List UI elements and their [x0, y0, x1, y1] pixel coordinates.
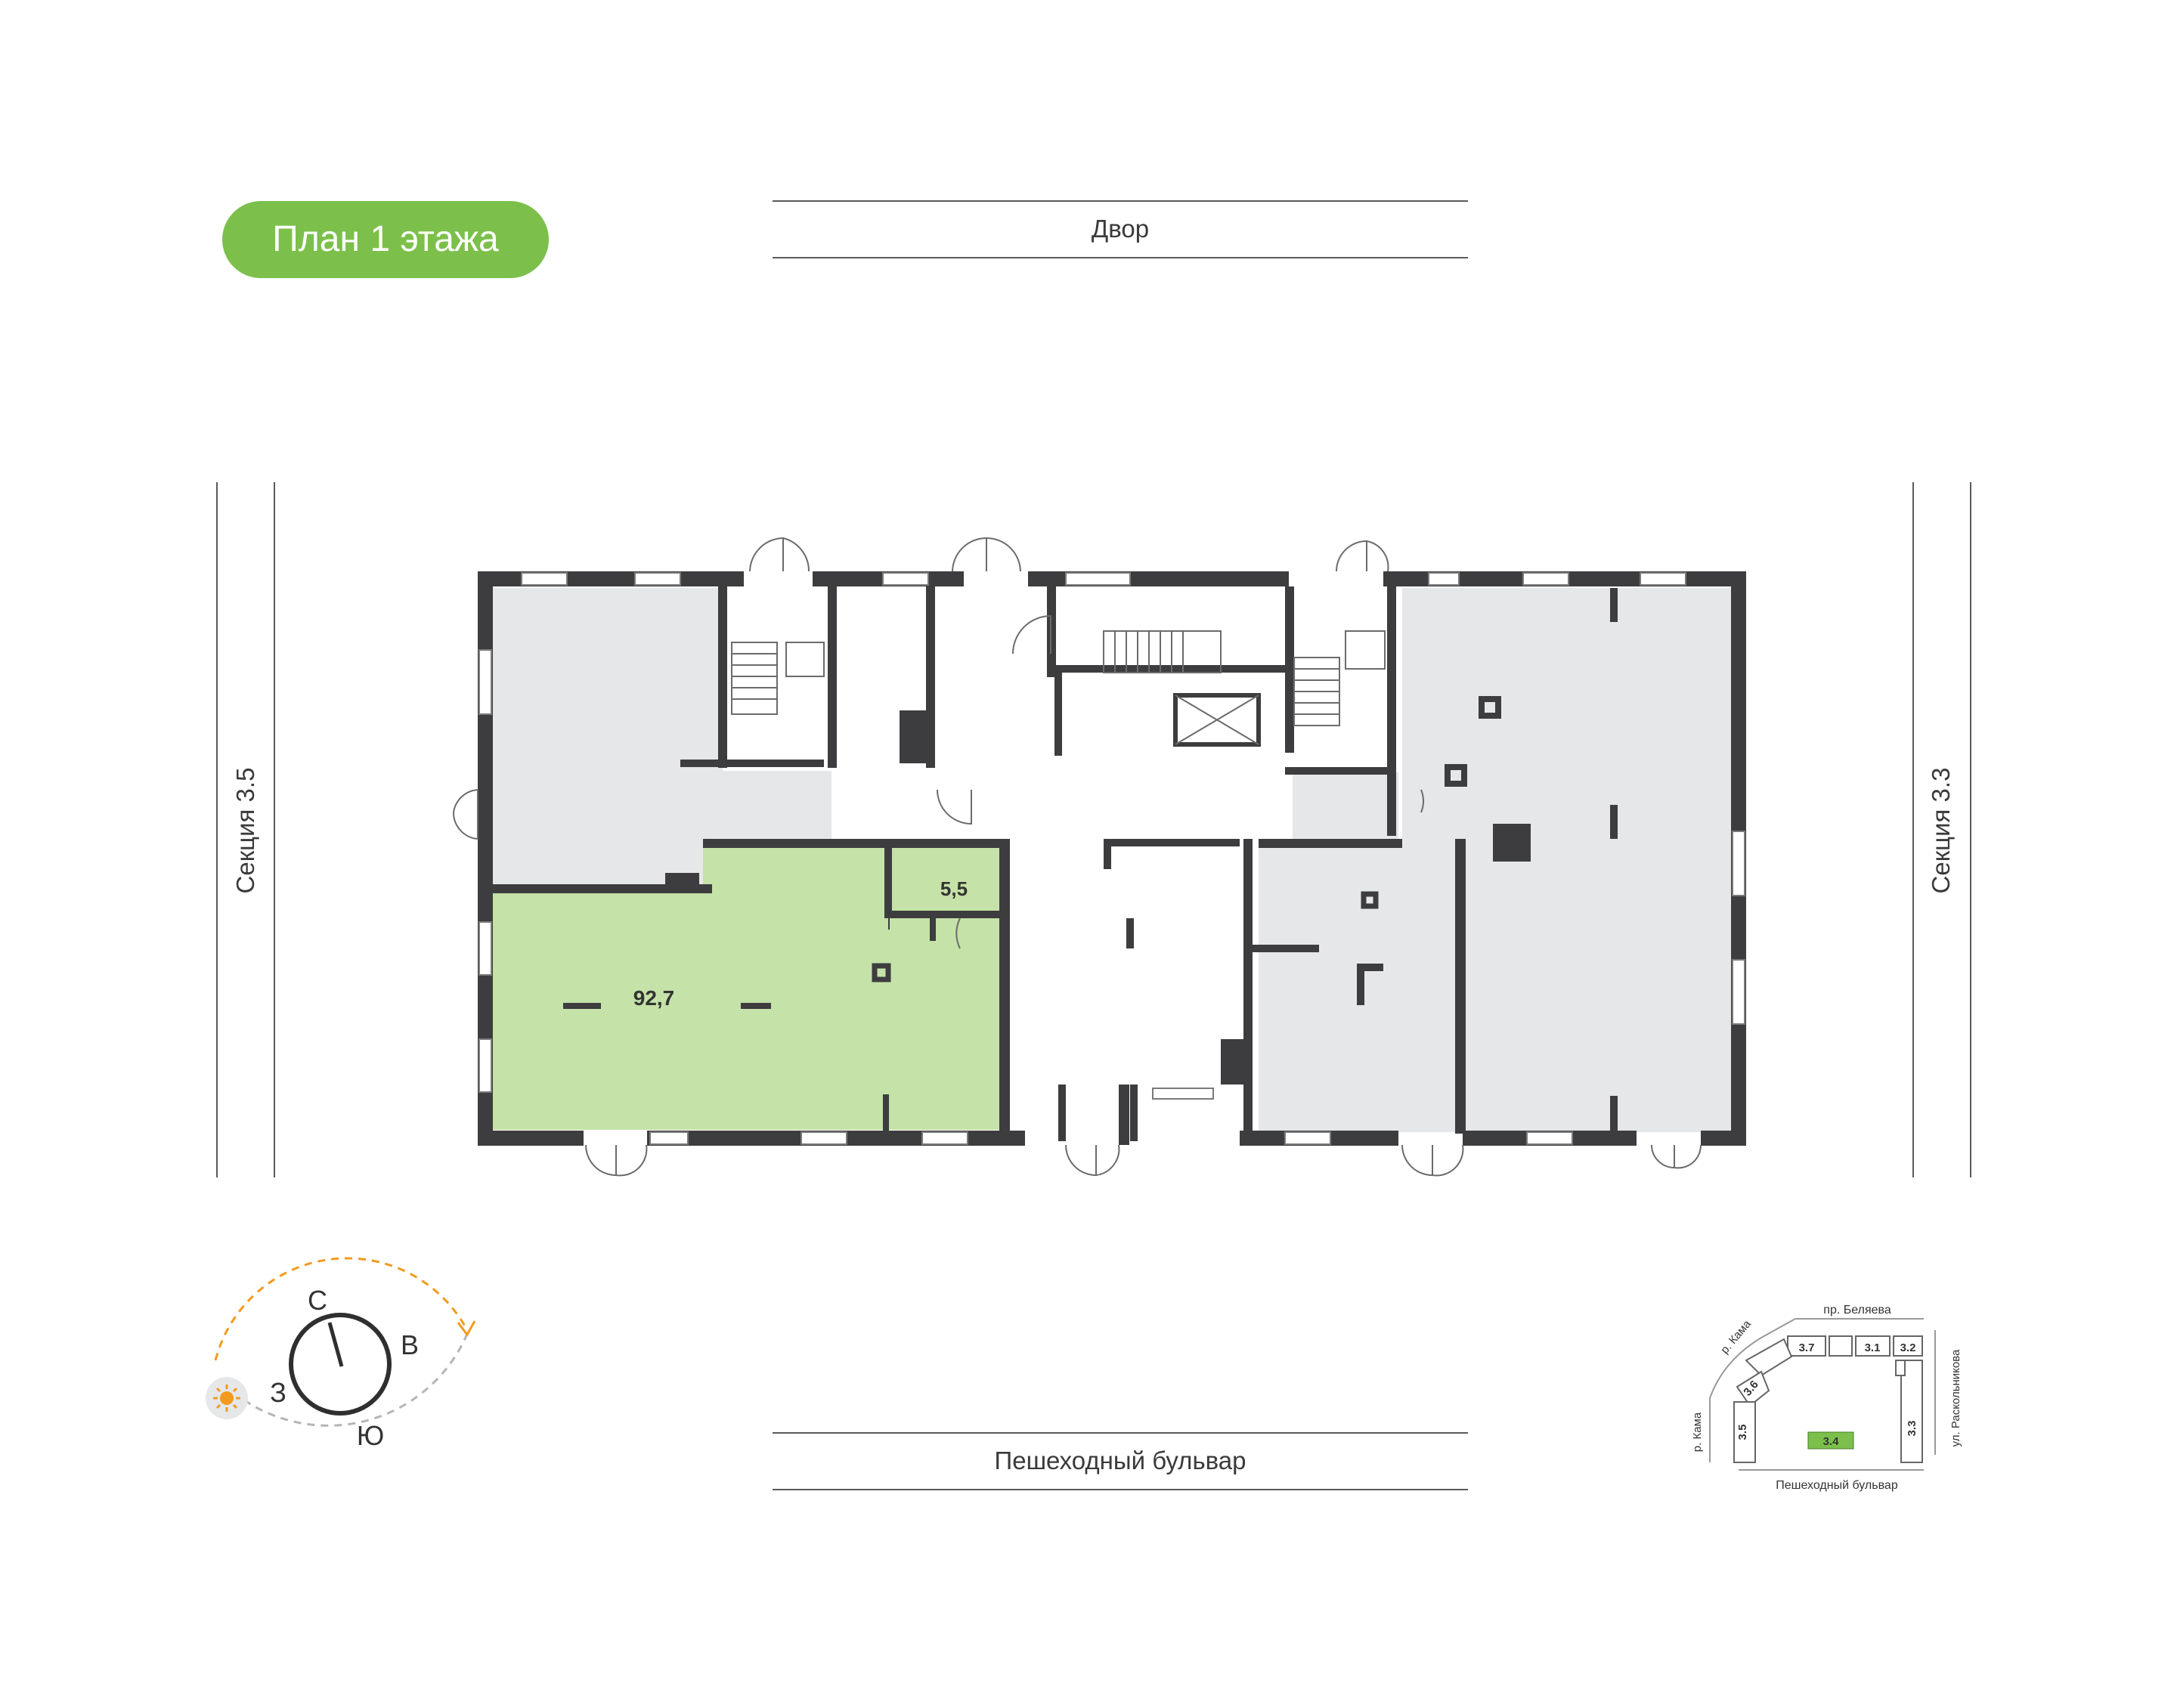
minimap-section-3-7: 3.7: [1799, 1341, 1815, 1354]
boulevard-line-bottom: [773, 1489, 1468, 1490]
stairs: [731, 630, 1386, 747]
doors: [452, 537, 1702, 1177]
minimap-section-3-4: 3.4: [1823, 1435, 1840, 1448]
courtyard-line-bottom: [773, 257, 1468, 258]
room-92-7-label: 92,7: [633, 986, 675, 1010]
section-right-line-2: [1970, 482, 1971, 1177]
compass-east: В: [401, 1329, 419, 1360]
section-left-line-2: [274, 482, 275, 1177]
room-right-wc[interactable]: [1293, 772, 1398, 840]
minimap-street-right: ул. Раскольникова: [1949, 1349, 1962, 1447]
room-5-5-label: 5,5: [940, 877, 968, 900]
sun-icon: [220, 1391, 234, 1405]
minimap-river-top: р. Кама: [1718, 1317, 1754, 1357]
minimap-section-3-2: 3.2: [1900, 1341, 1916, 1354]
section-left-line-1: [216, 482, 218, 1177]
compass-south: Ю: [357, 1420, 384, 1451]
compass: С В Ю З: [206, 1257, 476, 1451]
compass-west: З: [270, 1377, 286, 1408]
floor-plan-title: План 1 этажа: [222, 201, 549, 278]
room-wc-left[interactable]: [699, 771, 831, 846]
room-top-left[interactable]: [493, 588, 723, 886]
courtyard-label: Двор: [1091, 215, 1150, 243]
minimap-section-3-5: 3.5: [1736, 1425, 1749, 1440]
minimap-section-3-1: 3.1: [1865, 1341, 1881, 1354]
minimap-street-bottom: Пешеходный бульвар: [1776, 1479, 1898, 1492]
compass-north: С: [308, 1285, 327, 1316]
compass-needle: [327, 1322, 344, 1367]
site-minimap: пр. Беляева р. Кама р. Кама ул. Раскольн…: [1691, 1304, 1962, 1492]
minimap-current-section: [1807, 1431, 1854, 1450]
boulevard-label: Пешеходный бульвар: [994, 1447, 1246, 1474]
compass-dial: [289, 1313, 392, 1416]
sun-path-dashed: [221, 1333, 469, 1427]
minimap-section-3-3: 3.3: [1906, 1421, 1918, 1437]
sun-path-arrow-icon: [457, 1320, 476, 1337]
room-92-7[interactable]: [493, 846, 1009, 1130]
minimap-river-left: р. Кама: [1691, 1412, 1704, 1452]
windows: [478, 572, 1745, 1145]
courtyard-line-top: [773, 200, 1468, 202]
minimap-street-top: пр. Беляева: [1823, 1304, 1891, 1317]
sun-path-orange: [214, 1257, 469, 1361]
section-right-line-1: [1912, 482, 1914, 1177]
boulevard-line-top: [773, 1432, 1468, 1434]
